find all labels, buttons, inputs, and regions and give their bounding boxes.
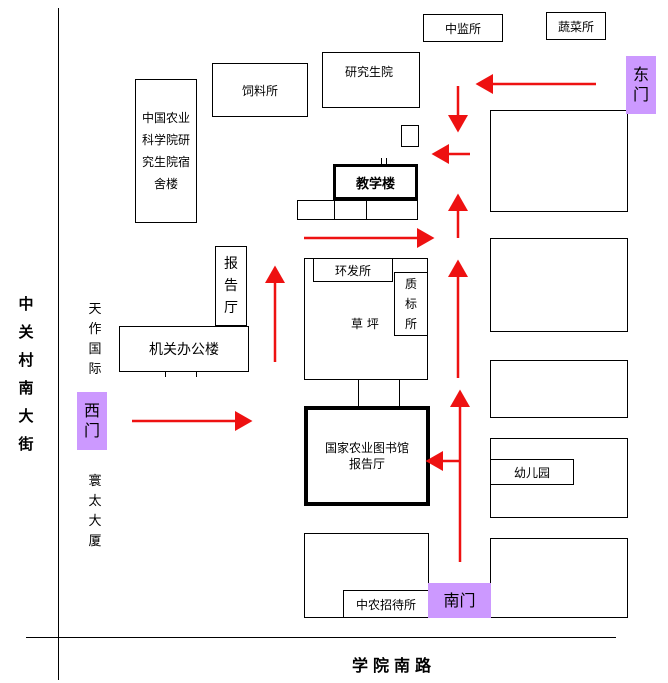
east-block-5 [490,538,628,618]
dormitory-building: 中国农业科学院研究生院宿舍楼 [135,79,197,223]
dormitory-label: 中国农业科学院研究生院宿舍楼 [141,111,190,191]
jiguan-building: 机关办公楼 [119,326,249,372]
library-building: 国家农业图书馆报告厅 [304,406,430,506]
teaching-wing-3 [366,200,418,220]
west-gate[interactable]: 西门 [77,392,107,450]
south-road-label: 学院南路 [352,656,437,675]
guesthouse-building: 中农招待所 [343,590,429,618]
zhibiaosuo-building: 质标所 [394,272,428,336]
south-gate[interactable]: 南门 [428,583,491,618]
baogaoting-small-building: 报告厅 [215,246,247,326]
east-block-1 [490,110,628,212]
baogaoting-small-label: 报告厅 [224,256,238,316]
annex-tick-2 [386,158,387,164]
yanjiushengyuan-building: 研究生院 [322,52,420,108]
library-label: 国家农业图书馆报告厅 [324,441,409,471]
jiguan-tick-2 [196,371,197,377]
east-block-3 [490,360,628,418]
zhibiaosuo-label: 质标所 [404,277,417,331]
west-road-label: 中关村南大街 [18,295,34,453]
huanfasuo-building: 环发所 [313,258,393,282]
kindergarten-building: 幼儿园 [490,459,574,485]
zhongjiansuo-building: 中监所 [423,14,503,42]
east-gate[interactable]: 东门 [626,56,656,114]
lawn-label: 草 坪 [351,317,379,331]
west-road-line [58,8,59,680]
east-block-2 [490,238,628,332]
teaching-building: 教学楼 [333,164,418,200]
south-road-line [26,637,616,638]
shucaisuo-building: 蔬菜所 [546,12,606,40]
huantai-label: 寰太大厦 [88,474,102,549]
jiguan-tick-1 [165,371,166,377]
tianzuo-label: 天作国际 [88,302,102,377]
siliaosuo-building: 饲料所 [212,63,308,117]
small-annex [401,125,419,147]
annex-tick-1 [381,158,382,164]
